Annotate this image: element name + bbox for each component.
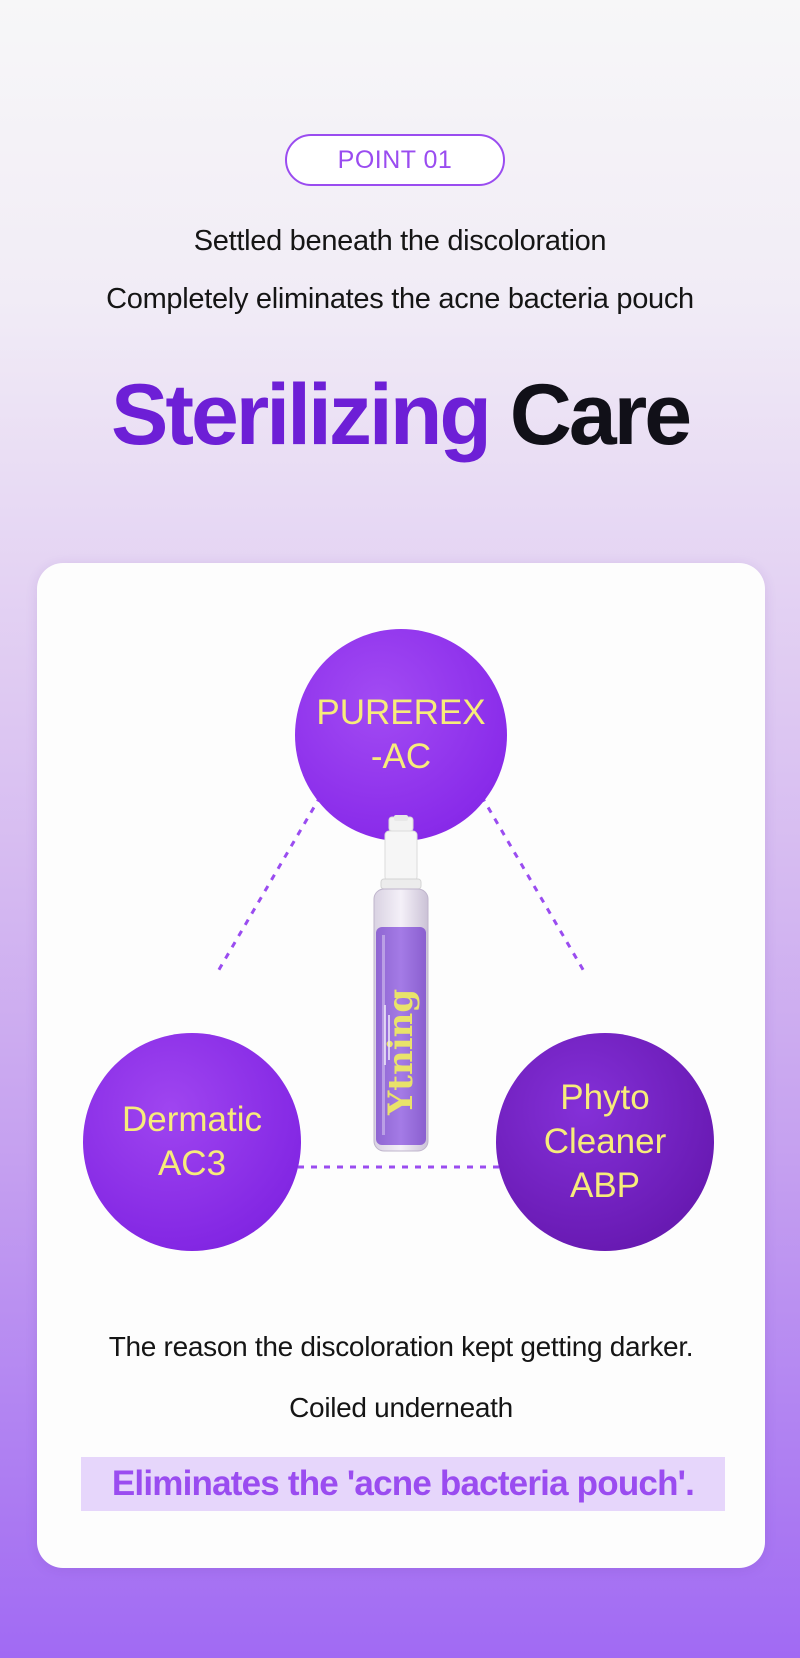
highlight-text: Eliminates the 'acne bacteria pouch'.	[111, 1464, 695, 1503]
point-badge-label: POINT 01	[337, 145, 453, 174]
intro-line-1: Settled beneath the discoloration	[193, 225, 607, 257]
highlight-banner: Eliminates the 'acne bacteria pouch'.	[81, 1457, 725, 1511]
caption-line-1: The reason the discoloration kept gettin…	[108, 1331, 694, 1362]
headline: Sterilizing Care	[0, 372, 800, 458]
caption-line-2: Coiled underneath	[289, 1392, 513, 1423]
ingredient-label-phyto: Phyto Cleaner ABP	[543, 1078, 667, 1205]
ingredient-circle-dermatic: Dermatic AC3	[83, 1033, 301, 1251]
ingredient-label-purerex: PUREREX -AC	[316, 693, 486, 776]
svg-text:Ytning: Ytning	[381, 989, 421, 1116]
ingredient-circle-phyto: Phyto Cleaner ABP	[496, 1033, 714, 1251]
ingredient-card: PUREREX -AC Dermatic AC3 Phyto Cleaner A…	[37, 563, 765, 1568]
headline-part-2: Care	[509, 367, 692, 463]
intro-line-2: Completely eliminates the acne bacteria …	[106, 283, 694, 315]
triangle-dashed-connector	[215, 784, 587, 1169]
connector-top-right	[473, 784, 587, 974]
product-bottle: Ytning	[354, 815, 444, 1155]
connector-top-left	[215, 784, 329, 974]
point-badge: POINT 01	[285, 134, 505, 186]
headline-part-1: Sterilizing	[110, 367, 492, 463]
ingredient-circle-purerex: PUREREX -AC	[295, 629, 507, 841]
ingredient-label-dermatic: Dermatic AC3	[121, 1100, 263, 1183]
bottle-brand-text: Ytning	[381, 989, 421, 1116]
